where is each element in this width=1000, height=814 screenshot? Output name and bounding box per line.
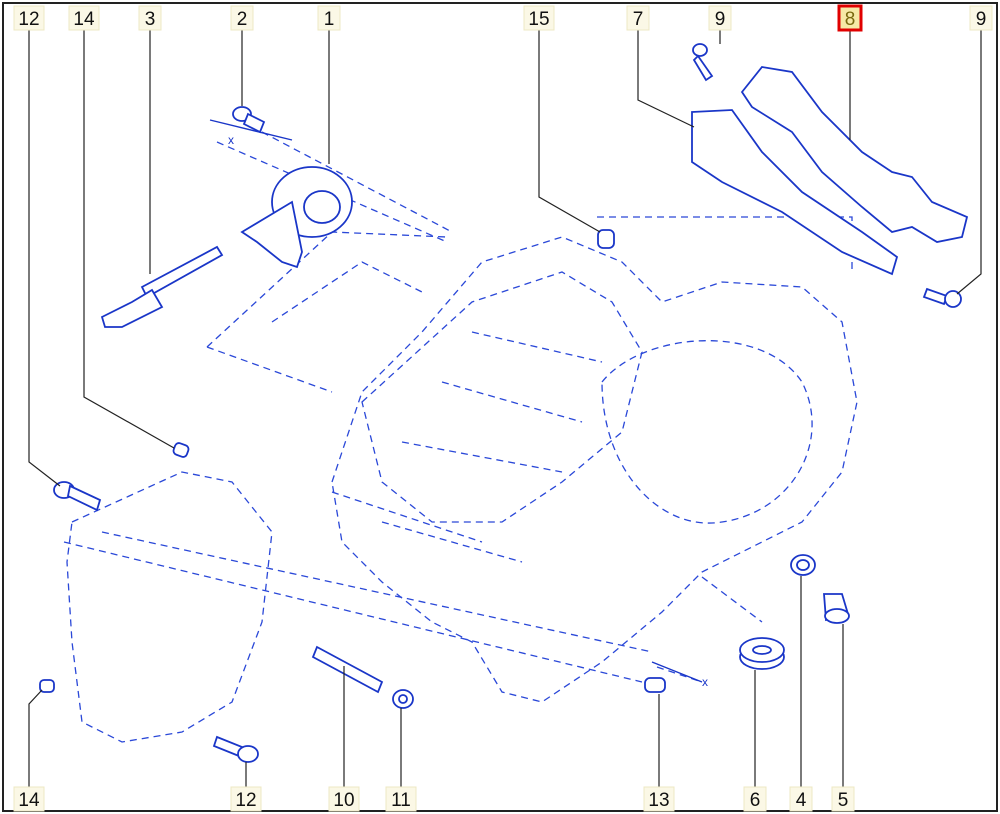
- leader-line: [28, 30, 61, 487]
- callout-number: 13: [648, 790, 669, 811]
- callout-12[interactable]: 12: [13, 5, 45, 31]
- callout-number: 14: [18, 790, 40, 811]
- callout-box: [230, 5, 254, 31]
- callout-number: 11: [391, 790, 411, 811]
- part-11-nut: [392, 689, 414, 709]
- svg-text:x: x: [228, 133, 234, 147]
- callout-number: 15: [528, 9, 549, 30]
- callout-12[interactable]: 12: [230, 786, 262, 812]
- callout-number: 4: [796, 790, 807, 811]
- leader-line: [538, 30, 601, 233]
- callout-box: [13, 5, 45, 31]
- callout-box: [708, 5, 732, 31]
- part-1-slave-cylinder: [240, 166, 353, 269]
- callout-4[interactable]: 4: [789, 786, 813, 812]
- callout-box: [328, 786, 360, 812]
- part-2-bolt: x: [209, 106, 293, 147]
- callout-box: [68, 5, 100, 31]
- callout-number: 5: [838, 790, 849, 811]
- callout-number: 7: [633, 9, 644, 30]
- leader-line: [637, 30, 695, 128]
- callout-number: 6: [750, 790, 761, 811]
- leader-line: [956, 30, 982, 295]
- part-12-bolt-top: [53, 481, 102, 512]
- callout-number: 8: [845, 9, 856, 30]
- part-6-washer: [739, 637, 785, 670]
- part-12-bolt-bottom: [212, 735, 259, 763]
- part-7-heat-shield: [691, 109, 899, 276]
- part-3-pipe: [100, 245, 224, 328]
- callout-7[interactable]: 7: [626, 5, 650, 31]
- callout-number: 12: [18, 9, 39, 30]
- callout-box: [317, 5, 341, 31]
- part-9-bolt-top: [692, 43, 714, 82]
- callout-number: 10: [333, 790, 354, 811]
- callout-box: [626, 5, 650, 31]
- callout-2[interactable]: 2: [230, 5, 254, 31]
- callout-13[interactable]: 13: [643, 786, 675, 812]
- part-5-drain-plug: [823, 593, 850, 624]
- callout-box: [230, 786, 262, 812]
- leader-line: [83, 30, 175, 449]
- part-10-stud: [311, 645, 384, 694]
- callouts: 12 14 3 2 1 15 7 9 8 9 14 12 10 11 13 6 4 5: [13, 4, 993, 812]
- callout-14[interactable]: 14: [68, 5, 100, 31]
- callout-box: [789, 786, 813, 812]
- callout-box: [837, 4, 863, 32]
- callout-number: 14: [73, 9, 95, 30]
- callout-box: [643, 786, 675, 812]
- callout-number: 3: [145, 9, 156, 30]
- part-15-dowel: [597, 229, 615, 249]
- callout-1[interactable]: 1: [317, 5, 341, 31]
- callout-box: [523, 5, 555, 31]
- gearbox-housing: [63, 131, 858, 743]
- callout-9[interactable]: 9: [969, 5, 993, 31]
- part-9-bolt-right: [922, 287, 962, 308]
- callout-14[interactable]: 14: [13, 786, 45, 812]
- exploded-parts-diagram: x x 12 14 3 2 1 15 7 9 8 9 14 12 10 11 13 6 4 5: [13, 4, 993, 812]
- part-14-dowel-bottom: [39, 679, 55, 693]
- callout-3[interactable]: 3: [138, 5, 162, 31]
- callout-box: [969, 5, 993, 31]
- leader-lines: [28, 30, 982, 788]
- callout-selected-8[interactable]: 8: [837, 4, 863, 32]
- callout-11[interactable]: 11: [385, 786, 417, 812]
- callout-number: 1: [324, 9, 335, 30]
- leader-line: [28, 689, 43, 788]
- callout-15[interactable]: 15: [523, 5, 555, 31]
- callout-box: [138, 5, 162, 31]
- callout-10[interactable]: 10: [328, 786, 360, 812]
- callout-6[interactable]: 6: [743, 786, 767, 812]
- callout-box: [743, 786, 767, 812]
- callout-number: 2: [237, 9, 248, 30]
- part-8-bracket: [740, 66, 969, 243]
- part-13-dowel: x: [644, 661, 708, 693]
- callout-9[interactable]: 9: [708, 5, 732, 31]
- svg-text:x: x: [702, 675, 708, 689]
- part-4-seal-ring: [790, 554, 816, 576]
- callout-number: 9: [715, 9, 726, 30]
- callout-box: [831, 786, 855, 812]
- callout-number: 12: [235, 790, 256, 811]
- callout-5[interactable]: 5: [831, 786, 855, 812]
- callout-box: [13, 786, 45, 812]
- part-14-dowel-top: [172, 442, 190, 458]
- callout-number: 9: [976, 9, 987, 30]
- callout-box: [385, 786, 417, 812]
